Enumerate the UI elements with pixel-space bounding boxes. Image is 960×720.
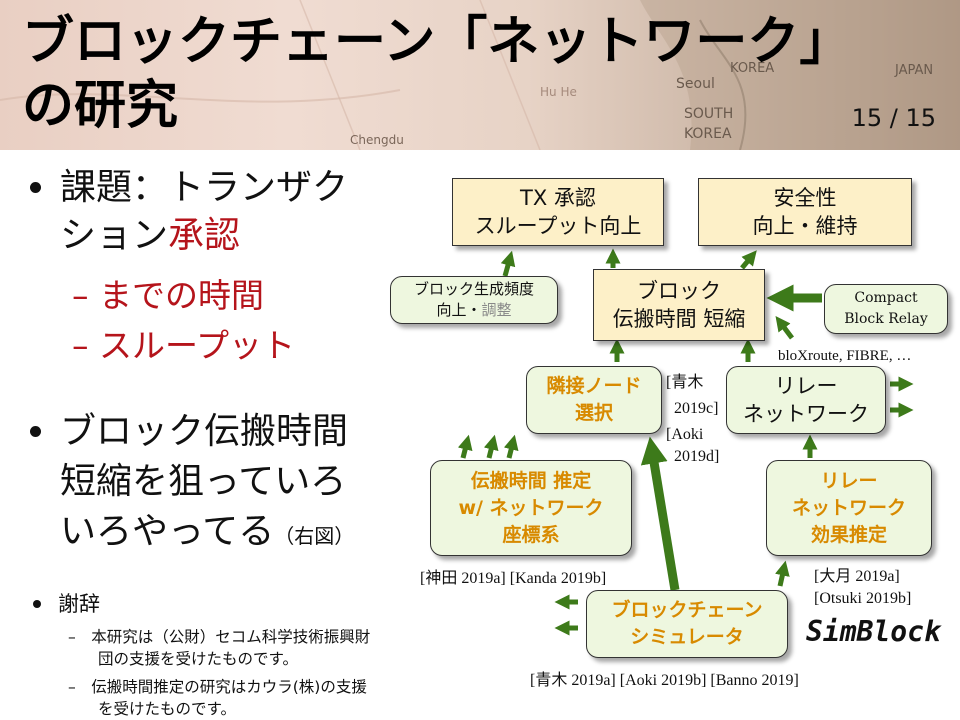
bullet-propagation-line3: いろやってる（右図） bbox=[60, 508, 354, 560]
arrow-relay-ext-to-prop bbox=[775, 316, 794, 340]
arrow-estimate-to-neighbor-2 bbox=[483, 434, 499, 459]
arrow-freq-to-tx bbox=[500, 250, 516, 277]
freq-line2-b: 調整 bbox=[481, 301, 512, 319]
relaynet-line1: リレー bbox=[774, 374, 838, 398]
tx-line1: TX 承認 bbox=[520, 186, 596, 210]
ack-title: 謝辞 bbox=[58, 592, 100, 616]
freq-line2: 向上・調整 bbox=[436, 300, 511, 321]
map-label: KOREA bbox=[730, 61, 774, 76]
sim-line1: ブロックチェーン bbox=[611, 599, 763, 621]
page-number: 15 / 15 bbox=[851, 104, 936, 132]
relay-ext-list: bloXroute, FIBRE, … bbox=[778, 348, 912, 364]
ack-secom-line2: 団の支援を受けたものです。 bbox=[98, 650, 298, 668]
prop-line2: 伝搬時間 短縮 bbox=[612, 307, 746, 331]
estimate-line3: 座標系 bbox=[502, 523, 560, 546]
effect-line2: ネットワーク bbox=[791, 496, 906, 519]
estimate-line2: w/ ネットワーク bbox=[458, 496, 604, 519]
bullet-dot bbox=[33, 600, 41, 608]
sub-bullet-time: – までの時間 bbox=[72, 276, 264, 315]
map-label: KOREA bbox=[684, 126, 732, 142]
bullet-topic-highlight: 承認 bbox=[168, 215, 241, 256]
arrow-sim-to-effect bbox=[775, 560, 790, 587]
simulator-box: ブロックチェーン シミュレータ bbox=[586, 590, 788, 658]
prop-line1: ブロック bbox=[637, 279, 721, 303]
map-label: Chengdu bbox=[350, 133, 404, 147]
bullet-propagation-line1: ブロック伝搬時間 bbox=[60, 411, 349, 452]
bullet-dot bbox=[30, 426, 41, 437]
slide-header: Seoul KOREA SOUTH KOREA JAPAN Chengdu Hu… bbox=[0, 0, 960, 150]
effect-line3: 効果推定 bbox=[810, 523, 887, 546]
arrow-estimate-to-neighbor-3 bbox=[503, 434, 519, 459]
title-line-1: ブロックチェーン「ネットワーク」 bbox=[22, 12, 852, 72]
bullet-topic-text: ション bbox=[60, 215, 169, 256]
estimate-line1: 伝搬時間 推定 bbox=[470, 469, 592, 492]
simblock-logo: SimBlock bbox=[806, 615, 941, 648]
propagation-estimate-box: 伝搬時間 推定 w/ ネットワーク 座標系 bbox=[430, 460, 632, 556]
compact-line1: Compact bbox=[854, 290, 918, 306]
neighbor-line2: 選択 bbox=[574, 402, 613, 424]
arrow-sim-to-neighbor bbox=[640, 436, 680, 591]
safety-line1: 安全性 bbox=[773, 186, 837, 210]
effect-ref-2: [Otsuki 2019b] bbox=[814, 590, 912, 607]
arrow-prop-to-safety bbox=[740, 250, 757, 270]
map-label: Seoul bbox=[676, 76, 715, 92]
compact-block-relay-box: Compact Block Relay bbox=[824, 284, 948, 334]
block-frequency-box: ブロック生成頻度 向上・調整 bbox=[390, 276, 558, 324]
arrow-estimate-to-neighbor-1 bbox=[457, 434, 473, 459]
compact-line2: Block Relay bbox=[844, 311, 928, 327]
bullet-dot bbox=[30, 182, 41, 193]
freq-line1: ブロック生成頻度 bbox=[413, 280, 534, 298]
ack-kaula-line2: を受けたものです。 bbox=[98, 700, 236, 718]
effect-line1: リレー bbox=[820, 469, 878, 492]
slide-title: ブロックチェーン「ネットワーク」 の研究 bbox=[22, 10, 851, 138]
neighbor-selection-box: 隣接ノード 選択 bbox=[526, 366, 662, 434]
effect-ref-1: [大月 2019a] bbox=[814, 568, 900, 585]
map-label: Hu He bbox=[540, 85, 577, 99]
neighbor-ref-4: 2019d] bbox=[674, 448, 720, 465]
simulator-ref: [青木 2019a] [Aoki 2019b] [Banno 2019] bbox=[530, 672, 799, 689]
safety-box: 安全性 向上・維持 bbox=[698, 178, 912, 246]
sim-line2: シミュレータ bbox=[630, 626, 744, 648]
neighbor-ref-2: 2019c] bbox=[674, 400, 719, 417]
neighbor-line1: 隣接ノード bbox=[546, 375, 642, 397]
map-label: SOUTH bbox=[684, 106, 733, 122]
bullet-propagation-text: いろやってる bbox=[60, 511, 275, 552]
estimate-ref: [神田 2019a] [Kanda 2019b] bbox=[420, 570, 607, 587]
tx-throughput-box: TX 承認 スループット向上 bbox=[452, 178, 664, 246]
neighbor-ref-3: [Aoki bbox=[666, 426, 704, 443]
bullet-topic-line1: 課題：トランザク bbox=[60, 167, 349, 208]
neighbor-ref-1: [青木 bbox=[666, 374, 704, 391]
bullet-propagation-note: （右図） bbox=[274, 524, 355, 548]
freq-line2-a: 向上・ bbox=[436, 301, 482, 319]
title-line-2: の研究 bbox=[22, 76, 179, 136]
bullet-topic-line2: ション承認 bbox=[60, 212, 240, 260]
safety-line2: 向上・維持 bbox=[752, 214, 858, 238]
ack-secom-line1: – 本研究は（公財）セコム科学技術振興財 bbox=[68, 628, 371, 646]
map-background: Seoul KOREA SOUTH KOREA JAPAN Chengdu Hu… bbox=[0, 0, 960, 150]
relay-network-box: リレー ネットワーク bbox=[726, 366, 886, 434]
map-label: JAPAN bbox=[894, 63, 933, 78]
relay-effect-box: リレー ネットワーク 効果推定 bbox=[766, 460, 932, 556]
tx-line2: スループット向上 bbox=[474, 214, 642, 238]
ack-kaula-line1: – 伝搬時間推定の研究はカウラ(株)の支援 bbox=[68, 678, 367, 696]
bullet-propagation-line2: 短縮を狙っていろ bbox=[60, 461, 347, 502]
block-propagation-box: ブロック 伝搬時間 短縮 bbox=[593, 269, 765, 341]
sub-bullet-throughput: – スループット bbox=[72, 326, 296, 365]
relaynet-line2: ネットワーク bbox=[743, 402, 869, 426]
